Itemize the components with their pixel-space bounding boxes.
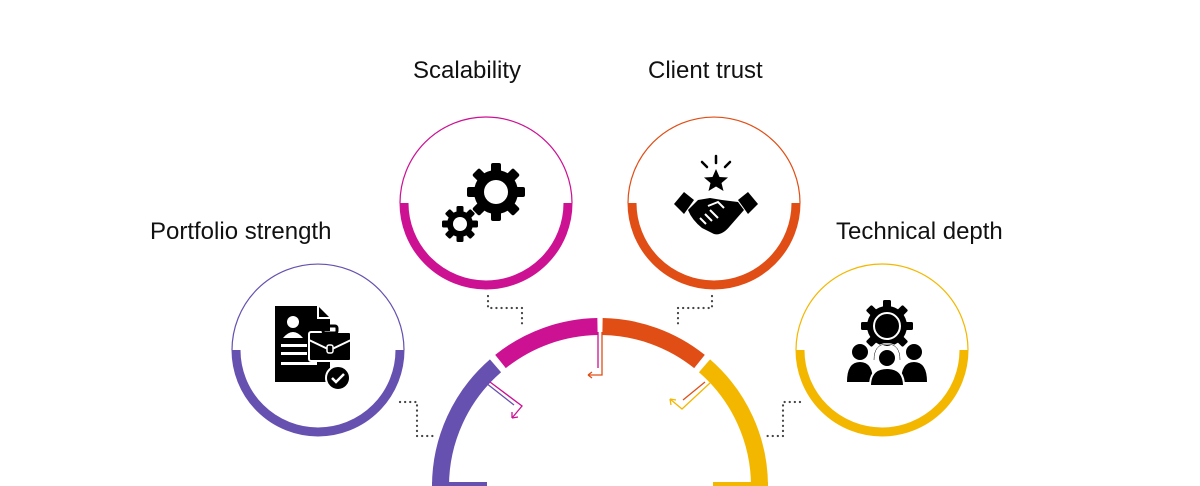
portfolio-circle <box>231 263 405 437</box>
technical-depth-circle <box>795 263 969 437</box>
handshake-star-icon <box>674 154 758 235</box>
scalability-circle <box>399 116 573 290</box>
gears-icon <box>442 163 525 242</box>
gauge <box>432 318 768 486</box>
label-client-trust: Client trust <box>648 57 763 84</box>
label-technical-depth: Technical depth <box>836 218 1003 245</box>
label-portfolio-strength: Portfolio strength <box>150 218 332 245</box>
arrow-yellow <box>669 381 711 410</box>
gauge-segment-yellow <box>698 359 768 486</box>
arrow-orange <box>587 332 603 379</box>
gauge-segment-magenta <box>495 318 598 369</box>
label-scalability: Scalability <box>413 57 522 84</box>
client-trust-circle <box>627 116 801 290</box>
gauge-segment-purple <box>432 359 502 486</box>
resume-briefcase-check-icon <box>275 306 352 391</box>
gauge-segment-orange <box>602 318 705 369</box>
dotted-connectors <box>398 294 802 438</box>
arrow-magenta <box>485 381 523 419</box>
team-gear-headset-icon <box>847 300 927 386</box>
